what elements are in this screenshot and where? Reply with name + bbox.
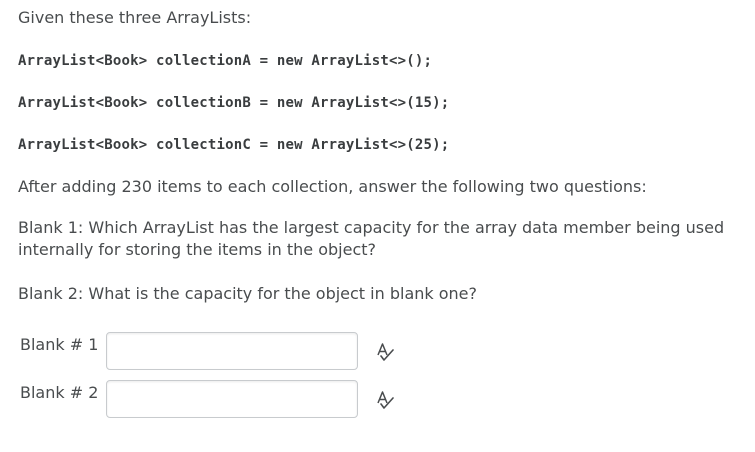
code-line-c: ArrayList<Book> collectionC = new ArrayL… <box>18 137 450 153</box>
blank-input-2[interactable] <box>106 380 358 418</box>
blank-label-2: Blank # 2 <box>20 383 99 402</box>
spellcheck-icon[interactable] <box>374 390 396 410</box>
blank1-prompt: Blank 1: Which ArrayList has the largest… <box>18 218 725 259</box>
spellcheck-icon[interactable] <box>374 342 396 362</box>
code-line-a: ArrayList<Book> collectionA = new ArrayL… <box>18 53 433 69</box>
blank2-prompt: Blank 2: What is the capacity for the ob… <box>18 284 477 303</box>
question-instruction: After adding 230 items to each collectio… <box>18 177 647 196</box>
code-line-b: ArrayList<Book> collectionB = new ArrayL… <box>18 95 450 111</box>
question-intro: Given these three ArrayLists: <box>18 8 252 27</box>
blank-input-1[interactable] <box>106 332 358 370</box>
blank-label-1: Blank # 1 <box>20 335 99 354</box>
